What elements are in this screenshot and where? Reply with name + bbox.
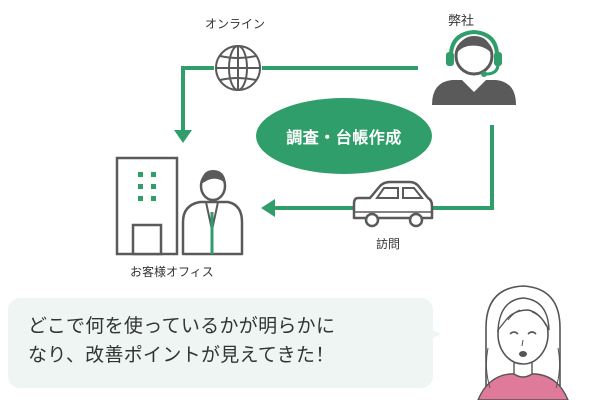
- office-label: お客様オフィス: [130, 265, 214, 279]
- speech-text: どこで何を使っているかが明らかに なり、改善ポイントが見えてきた！: [28, 312, 428, 370]
- speech-line-2: なり、改善ポイントが見えてきた！: [28, 344, 335, 366]
- visit-label: 訪問: [376, 237, 401, 251]
- woman-icon: [477, 285, 569, 400]
- survey-ellipse: [256, 98, 432, 174]
- person-icon: [181, 170, 244, 256]
- headset-operator-icon: [432, 29, 516, 105]
- online-label: オンライン: [205, 17, 266, 31]
- arrowhead-left: [261, 199, 275, 217]
- visit-arrow-line: [430, 125, 494, 210]
- flow-arrows: [181, 66, 494, 210]
- car-icon: [352, 180, 434, 228]
- office-building-icon: [115, 156, 179, 256]
- speech-bubble: [8, 298, 433, 388]
- company-label: 弊社: [448, 14, 475, 29]
- speech-line-1: どこで何を使っているかが明らかに: [28, 315, 336, 337]
- online-arrow-line-left: [181, 66, 214, 132]
- center-label: 調査・台帳作成: [286, 128, 402, 147]
- globe-icon: [215, 45, 261, 91]
- speech-bubble-tail: [425, 326, 441, 342]
- arrowhead-down: [174, 130, 192, 143]
